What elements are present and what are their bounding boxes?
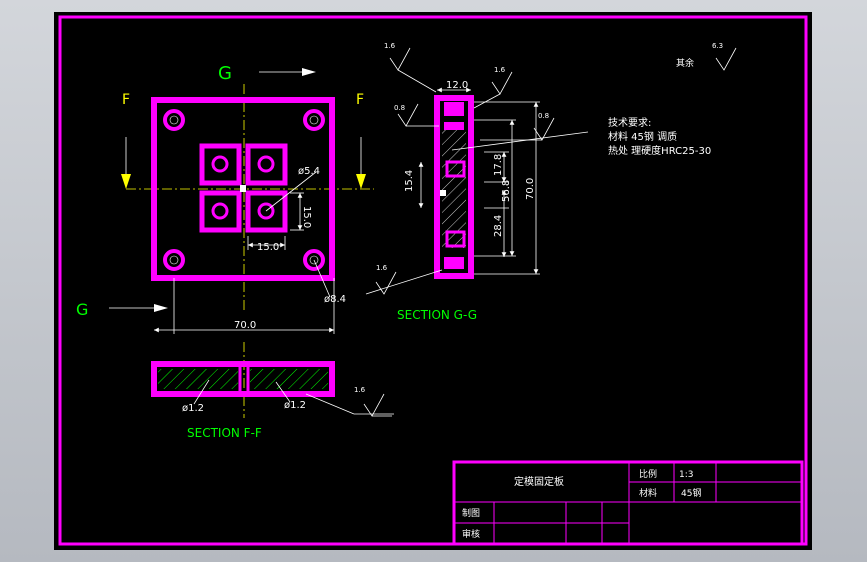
- part-name: 定模固定板: [514, 475, 564, 488]
- section-f-right-label: F: [356, 92, 364, 108]
- section-gg-title: SECTION G-G: [397, 308, 477, 322]
- corner-holes: [163, 109, 325, 271]
- surface-finish-symbols: [363, 47, 737, 417]
- section-g-side-label: G: [76, 300, 88, 319]
- material-value: 45钢: [681, 487, 701, 499]
- finish-r6: 1.6: [354, 386, 366, 394]
- dim-70-label: 70.0: [525, 178, 536, 200]
- finish-r5: 1.6: [376, 264, 388, 272]
- finish-rest-label: 其余: [676, 57, 694, 69]
- section-g-top-label: G: [218, 63, 232, 84]
- thickness-label: 12.0: [446, 80, 468, 91]
- title-block: 定模固定板 比例 1:3 材料 45钢 制图 审核: [452, 460, 804, 546]
- cad-drawing: ø5.4 15.0 15.0 ø8.4 70.0 G G F F: [58, 15, 808, 546]
- notes-line2: 热处 理硬度HRC25-30: [608, 144, 711, 157]
- notes-heading: 技术要求:: [608, 116, 651, 129]
- dim-15-4-label: 15.4: [404, 170, 415, 192]
- finish-r1: 1.6: [384, 42, 396, 50]
- horiz-15-label: 15.0: [257, 242, 279, 253]
- drawing-border: [58, 15, 808, 546]
- small-hole-left-label: ø1.2: [182, 403, 204, 414]
- finish-r2: 1.6: [494, 66, 506, 74]
- drawing-canvas: ø5.4 15.0 15.0 ø8.4 70.0 G G F F: [54, 12, 812, 550]
- section-ff-view: ø1.2 ø1.2 SECTION F-F: [151, 342, 394, 440]
- checked-label: 审核: [462, 528, 480, 540]
- section-f-left-label: F: [122, 92, 130, 108]
- scale-label: 比例: [639, 468, 657, 480]
- vert-15-label: 15.0: [301, 206, 312, 228]
- hole-dia-large-label: ø8.4: [324, 294, 346, 305]
- insert-pockets: [199, 143, 288, 233]
- dim-56-8-label: 56.8: [501, 180, 512, 202]
- finish-r3: 0.8: [394, 104, 405, 112]
- small-hole-right-label: ø1.2: [284, 400, 306, 411]
- dim-28-4-label: 28.4: [493, 215, 504, 237]
- hole-dia-label: ø5.4: [298, 166, 320, 177]
- finish-rest-value: 6.3: [712, 42, 723, 50]
- section-ff-title: SECTION F-F: [187, 426, 262, 440]
- dim-17-8-label: 17.8: [493, 154, 504, 176]
- section-gg-view: 12.0 15.4 17.8 28.4 56.8 70.0 SECTION G-…: [397, 80, 589, 322]
- material-label: 材料: [639, 487, 657, 499]
- notes-line1: 材料 45钢 调质: [608, 130, 677, 143]
- scale-value: 1:3: [679, 470, 693, 480]
- overall-width-label: 70.0: [234, 320, 256, 331]
- technical-notes: 技术要求: 材料 45钢 调质 热处 理硬度HRC25-30: [608, 116, 711, 157]
- top-view: ø5.4 15.0 15.0 ø8.4 70.0 G G F F: [76, 63, 374, 334]
- finish-r4: 0.8: [538, 112, 549, 120]
- drawn-label: 制图: [462, 507, 480, 519]
